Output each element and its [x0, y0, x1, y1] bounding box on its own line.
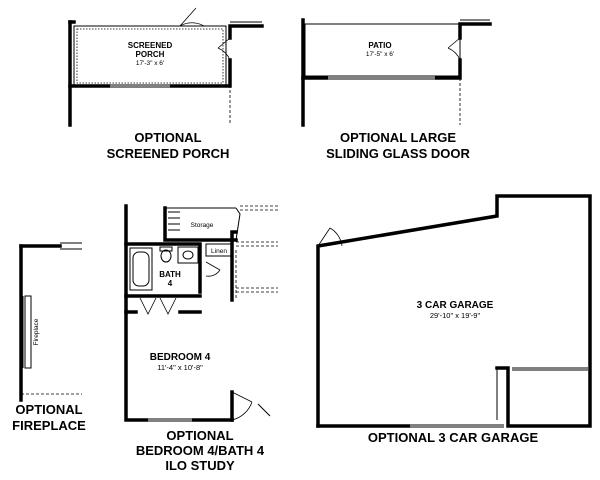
bed-window-gap	[148, 418, 192, 422]
bed-room-label: BEDROOM 4	[150, 352, 211, 363]
garage-wall	[316, 194, 592, 428]
fireplace-caption-2: FIREPLACE	[12, 418, 86, 433]
garage-door2-gap	[512, 367, 588, 371]
porch-caption-1: OPTIONAL	[134, 130, 201, 145]
patio-outline	[304, 23, 461, 77]
bath-door-swing	[205, 261, 221, 277]
fireplace-label: Fireplace	[33, 318, 40, 345]
porch-caption-2: SCREENED PORCH	[107, 146, 230, 161]
porch-slider-gap	[110, 84, 170, 88]
patio-caption-2: SLIDING GLASS DOOR	[326, 146, 470, 161]
bedroom4-plan: Storage BATH 4 Linen	[124, 204, 278, 422]
storage-wall	[163, 206, 238, 242]
bed-door-stub	[257, 403, 271, 417]
patio-plan: PATIO 17'-5" x 6'	[301, 18, 492, 127]
patio-caption-1: OPTIONAL LARGE	[340, 130, 456, 145]
patio-right-wall	[458, 22, 492, 40]
bath-wall	[124, 242, 202, 294]
bed-left-bottom-wall	[124, 204, 234, 422]
bed-entry-door	[231, 391, 253, 421]
patio-house-wall	[301, 58, 462, 80]
porch-screen-inner	[76, 28, 224, 84]
vanity	[177, 246, 199, 264]
bath-label-1: BATH	[159, 270, 181, 279]
bed-dimension: 11'-4" x 10'-8"	[157, 363, 203, 372]
fireplace-caption-1: OPTIONAL	[15, 402, 82, 417]
toilet	[160, 249, 172, 263]
porch-right-wall	[228, 24, 264, 40]
garage-dimension: 29'-10" x 19'-9"	[430, 311, 481, 320]
porch-room-label-2: PORCH	[136, 50, 165, 59]
bed-right-wall-mid	[230, 230, 238, 302]
porch-room-label-1: SCREENED	[128, 41, 173, 50]
fireplace-plan: Fireplace	[19, 242, 82, 402]
bed-caption-2: BEDROOM 4/BATH 4	[136, 443, 265, 458]
garage-door-gap	[410, 424, 504, 428]
porch-side-door	[217, 37, 231, 61]
garage-room-label: 3 CAR GARAGE	[417, 300, 494, 311]
fireplace-box	[24, 295, 32, 369]
screened-porch-plan: SCREENED PORCH 17'-3" x 6'	[68, 7, 264, 127]
sink	[182, 250, 194, 260]
closet-bifold-right	[159, 297, 177, 315]
linen-label: Linen	[211, 248, 227, 255]
garage-plan: 3 CAR GARAGE 29'-10" x 19'-9"	[316, 194, 592, 428]
patio-dimension: 17'-5" x 6'	[366, 51, 394, 58]
garage-entry-door	[317, 227, 343, 247]
bathtub-basin	[132, 251, 150, 287]
toilet-tank	[159, 246, 173, 252]
closet-bifold-left	[139, 297, 157, 315]
patio-room-label: PATIO	[368, 41, 391, 50]
bed-caption-3: ILO STUDY	[165, 458, 235, 473]
storage-door-swing	[235, 207, 241, 241]
patio-slider-gap	[328, 76, 435, 80]
porch-dimension: 17'-3" x 6'	[136, 60, 164, 67]
bed-caption-1: OPTIONAL	[166, 428, 233, 443]
bathtub	[129, 247, 153, 291]
patio-side-door	[447, 37, 461, 61]
storage-label: Storage	[191, 222, 214, 229]
garage-caption: OPTIONAL 3 CAR GARAGE	[368, 430, 539, 445]
linen-closet	[205, 243, 233, 257]
bath-label-2: 4	[168, 279, 173, 288]
porch-door-swing	[179, 7, 205, 27]
